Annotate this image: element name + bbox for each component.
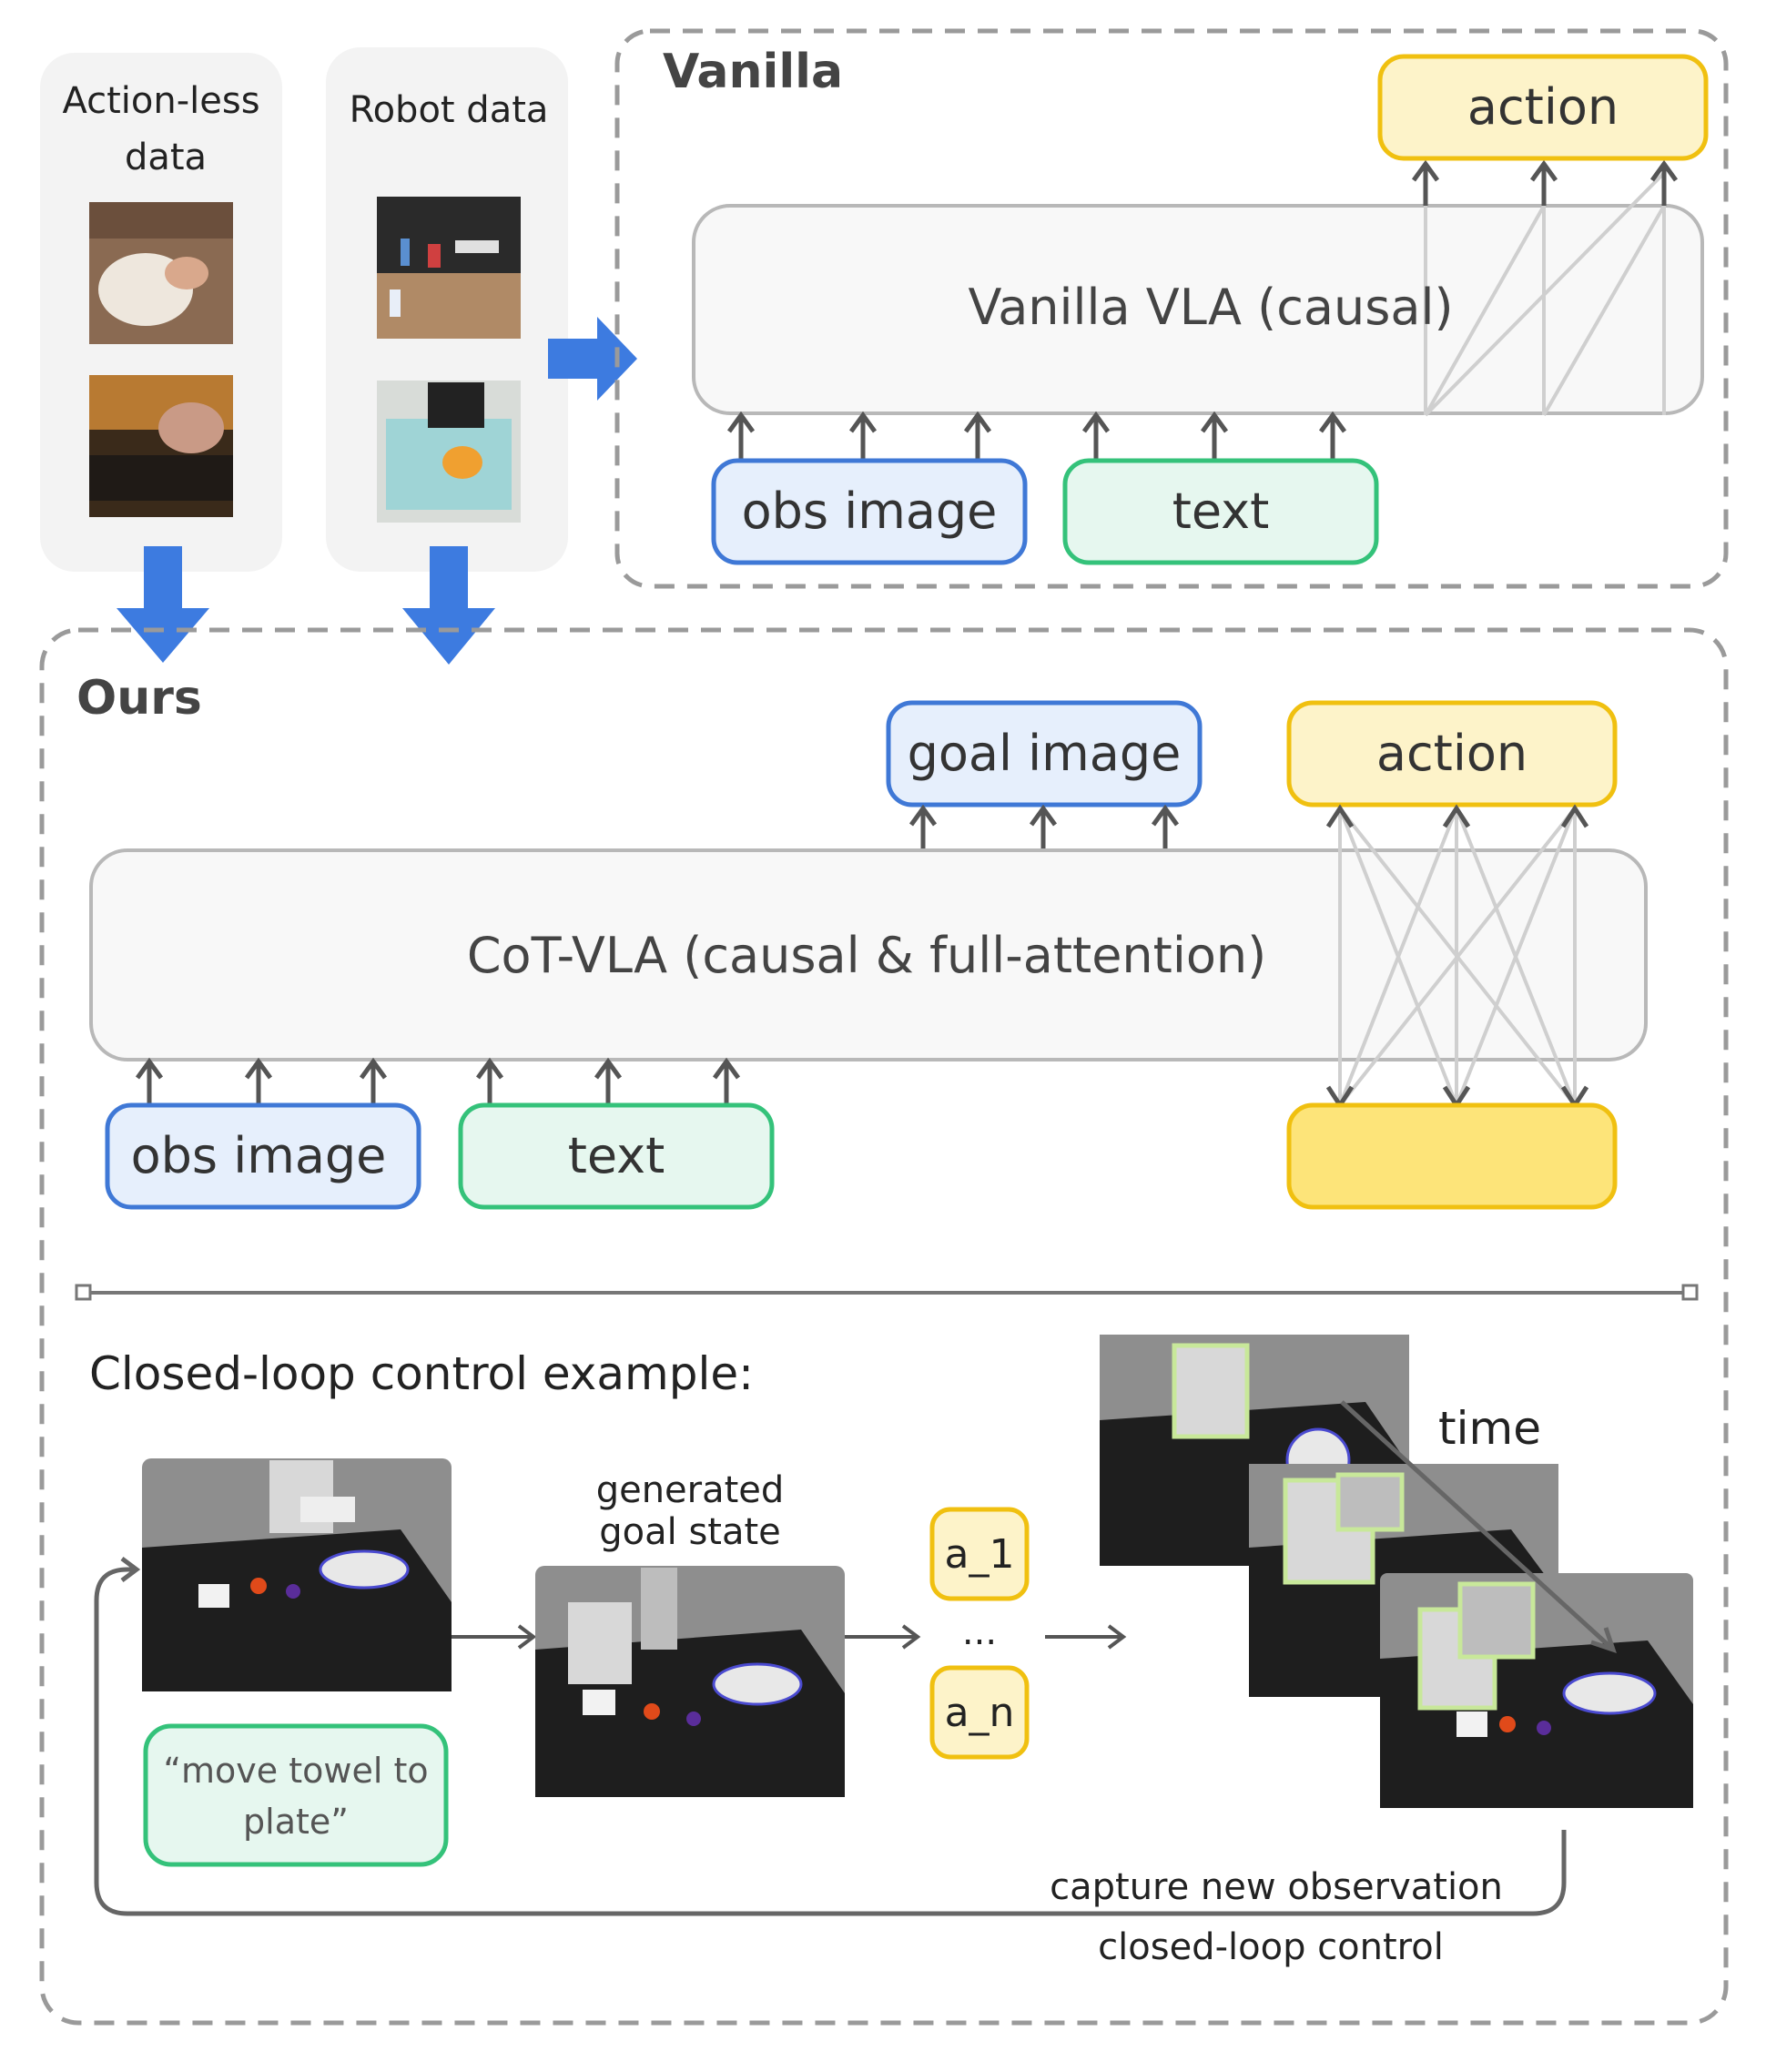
closed-loop-heading: Closed-loop control example: [89, 1347, 754, 1400]
time-label: time [1438, 1402, 1541, 1455]
robot-photo-2 [377, 381, 521, 523]
ours-action-label: action [1376, 725, 1527, 782]
action-token-last-label: a_n [945, 1690, 1015, 1736]
action-less-label-line1: Action-less [62, 80, 259, 122]
instruction-line1: “move towel to [163, 1751, 428, 1791]
arrow-goal-to-actions [845, 1624, 921, 1650]
robot-data-label: Robot data [350, 89, 549, 131]
ours-goal-label: goal image [908, 725, 1182, 782]
vanilla-output-arrows [1411, 159, 1679, 206]
vanilla-text-box [1062, 458, 1379, 565]
generated-goal-photo [535, 1566, 845, 1797]
instruction-line2: plate” [243, 1802, 349, 1842]
vanilla-title: Vanilla [663, 45, 843, 99]
blue-arrow-right [548, 317, 637, 401]
ours-text-box [458, 1102, 775, 1210]
observation-photo [142, 1458, 452, 1691]
robot-data-panel: Robot data [326, 47, 568, 572]
capture-label: capture new observation [1050, 1866, 1503, 1908]
ours-obs-box [105, 1102, 421, 1210]
generated-label-line2: goal state [599, 1511, 781, 1553]
vanilla-obs-label: obs image [742, 482, 998, 540]
action-ellipsis: ... [962, 1611, 997, 1653]
vanilla-text-label: text [1172, 482, 1270, 540]
time-arrow [1340, 1400, 1617, 1653]
vanilla-input-arrows [726, 411, 1347, 459]
vanilla-action-label: action [1467, 78, 1619, 136]
vanilla-model-label: Vanilla VLA (causal) [968, 279, 1453, 336]
arrow-obs-to-goal [452, 1624, 537, 1650]
generated-label-line1: generated [596, 1469, 785, 1511]
ours-action-query-box [1286, 1102, 1618, 1210]
robot-photo-1 [377, 197, 521, 339]
ours-goal-box [886, 700, 1203, 807]
ours-model-label: CoT-VLA (causal & full-attention) [467, 927, 1266, 984]
feedback-loop [94, 1557, 1567, 1916]
vanilla-action-box [1377, 54, 1709, 161]
section-divider [75, 1284, 1699, 1301]
closed-loop-label: closed-loop control [1098, 1926, 1444, 1968]
vanilla-attention-lines [1424, 171, 1666, 417]
ours-input-arrows [135, 1057, 741, 1103]
vanilla-obs-box [711, 458, 1028, 565]
action-token-first [929, 1507, 1030, 1601]
ours-title: Ours [76, 671, 202, 726]
action-less-photo-1 [89, 202, 233, 344]
action-token-first-label: a_1 [945, 1531, 1015, 1578]
action-token-last [929, 1665, 1030, 1760]
blue-arrow-down-robot [402, 546, 495, 665]
ours-obs-label: obs image [131, 1127, 387, 1184]
ours-section: Ours goal image action [39, 627, 1729, 2026]
instruction-box [143, 1723, 449, 1867]
arrow-actions-to-execution [1045, 1624, 1127, 1650]
ours-vla-box [89, 848, 1648, 1061]
vanilla-section: Vanilla Vanilla VLA (causal) action [614, 28, 1729, 589]
execution-frame-3 [1380, 1573, 1693, 1808]
ours-goal-arrows [908, 804, 1180, 850]
ours-text-label: text [568, 1127, 665, 1184]
ours-attention-lines [1338, 807, 1577, 1107]
action-less-photo-2 [89, 375, 233, 517]
blue-arrow-down-action-less [117, 546, 209, 663]
vanilla-vla-box [692, 204, 1704, 415]
action-less-data-panel: Action-less data [40, 53, 282, 572]
ours-action-box [1286, 700, 1618, 807]
ours-attention-arrowheads [1325, 804, 1589, 1110]
action-less-label-line2: data [125, 137, 207, 178]
